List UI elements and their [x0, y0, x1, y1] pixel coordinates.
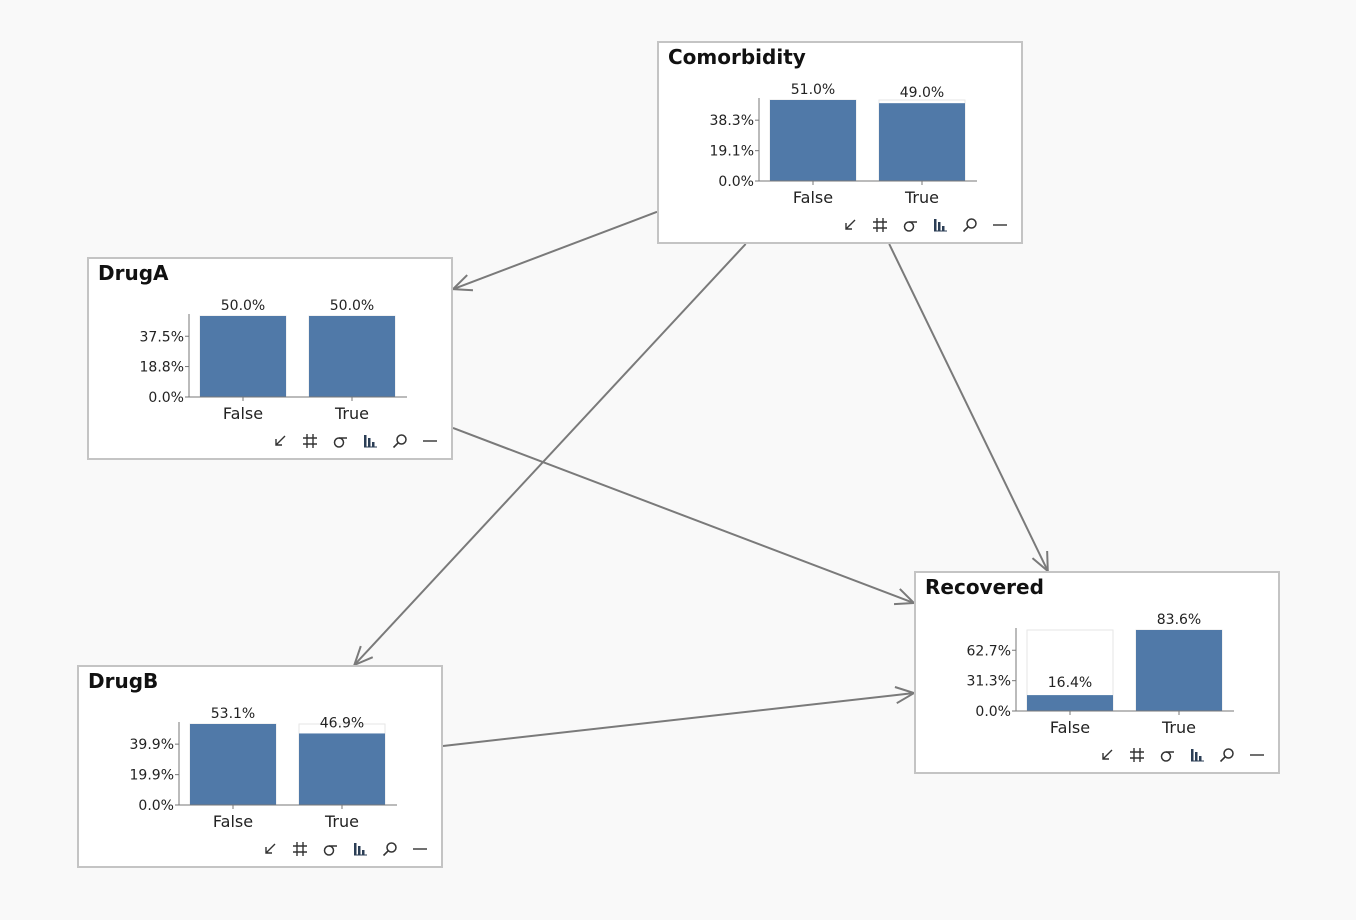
y-tick-label: 31.3%	[967, 674, 1011, 690]
value-label: 50.0%	[221, 298, 265, 314]
y-tick-label: 18.8%	[140, 360, 184, 376]
edge-arrowhead	[1031, 550, 1049, 574]
distribution-chart: 0.0% 19.1% 38.3% 51.0% False 49.0% True	[710, 82, 977, 207]
edge	[888, 243, 1049, 572]
edge	[452, 210, 658, 291]
minus-icon[interactable]	[409, 838, 431, 860]
y-tick-label: 37.5%	[140, 329, 184, 345]
search-icon[interactable]	[959, 214, 981, 236]
search-icon[interactable]	[379, 838, 401, 860]
node-title: Recovered	[925, 575, 1044, 599]
value-label: 46.9%	[320, 715, 364, 731]
arrow-down-left-icon[interactable]	[259, 838, 281, 860]
hash-icon[interactable]	[869, 214, 891, 236]
bar-chart-icon[interactable]	[359, 430, 381, 452]
edge	[452, 427, 915, 604]
category-label: True	[334, 404, 369, 423]
category-label: False	[223, 404, 263, 423]
node-toolbar	[839, 214, 1011, 236]
distribution-chart: 0.0% 18.8% 37.5% 50.0% False 50.0% True	[140, 298, 407, 423]
bar-true[interactable]	[1136, 630, 1222, 711]
y-tick-label: 19.1%	[710, 144, 754, 160]
search-icon[interactable]	[389, 430, 411, 452]
value-label: 83.6%	[1157, 612, 1201, 628]
sigma-icon[interactable]	[899, 214, 921, 236]
edge-arrowhead	[450, 274, 474, 292]
y-tick-label: 39.9%	[130, 737, 174, 753]
y-tick-label: 0.0%	[975, 704, 1011, 720]
node-comorbidity[interactable]: Comorbidity 0.0% 19.1% 38.3% 51.0% False 49.0…	[657, 41, 1023, 244]
hash-icon[interactable]	[1126, 744, 1148, 766]
bar-false[interactable]	[1027, 695, 1113, 711]
y-tick-label: 0.0%	[138, 798, 174, 814]
category-label: True	[1161, 718, 1196, 737]
edge-arrowhead	[893, 588, 917, 606]
arrow-down-left-icon[interactable]	[269, 430, 291, 452]
bar-chart-icon[interactable]	[349, 838, 371, 860]
edge-arrowhead	[352, 645, 374, 667]
bar-false[interactable]	[190, 724, 276, 805]
sigma-icon[interactable]	[329, 430, 351, 452]
bar-false[interactable]	[770, 100, 856, 181]
category-label: False	[213, 812, 253, 831]
hash-icon[interactable]	[299, 430, 321, 452]
node-recovered[interactable]: Recovered 0.0% 31.3% 62.7% 16.4% False 83.6% T…	[914, 571, 1280, 774]
arrow-down-left-icon[interactable]	[1096, 744, 1118, 766]
minus-icon[interactable]	[989, 214, 1011, 236]
bar-chart-icon[interactable]	[1186, 744, 1208, 766]
node-druga[interactable]: DrugA 0.0% 18.8% 37.5% 50.0% False 50.0% True	[87, 257, 453, 460]
node-toolbar	[1096, 744, 1268, 766]
value-label: 16.4%	[1048, 675, 1092, 691]
category-label: True	[324, 812, 359, 831]
category-label: False	[793, 188, 833, 207]
value-label: 53.1%	[211, 706, 255, 722]
value-label: 49.0%	[900, 85, 944, 101]
sigma-icon[interactable]	[1156, 744, 1178, 766]
value-label: 51.0%	[791, 82, 835, 98]
node-drugb[interactable]: DrugB 0.0% 19.9% 39.9% 53.1% False 46.9% True	[77, 665, 443, 868]
edge	[442, 692, 915, 747]
minus-icon[interactable]	[1246, 744, 1268, 766]
y-tick-label: 0.0%	[718, 174, 754, 190]
node-title: DrugA	[98, 261, 169, 285]
bar-true[interactable]	[879, 103, 965, 181]
category-label: True	[904, 188, 939, 207]
bar-true[interactable]	[299, 733, 385, 805]
minus-icon[interactable]	[419, 430, 441, 452]
y-tick-label: 0.0%	[148, 390, 184, 406]
search-icon[interactable]	[1216, 744, 1238, 766]
distribution-chart: 0.0% 19.9% 39.9% 53.1% False 46.9% True	[130, 706, 397, 831]
node-title: Comorbidity	[668, 45, 806, 69]
node-toolbar	[259, 838, 431, 860]
hash-icon[interactable]	[289, 838, 311, 860]
bar-false[interactable]	[200, 316, 286, 397]
node-toolbar	[269, 430, 441, 452]
y-tick-label: 62.7%	[967, 643, 1011, 659]
arrow-down-left-icon[interactable]	[839, 214, 861, 236]
distribution-chart: 0.0% 31.3% 62.7% 16.4% False 83.6% True	[967, 612, 1234, 737]
category-label: False	[1050, 718, 1090, 737]
edge-arrowhead	[894, 686, 917, 705]
node-title: DrugB	[88, 669, 159, 693]
value-label: 50.0%	[330, 298, 374, 314]
y-tick-label: 38.3%	[710, 113, 754, 129]
bar-true[interactable]	[309, 316, 395, 397]
y-tick-label: 19.9%	[130, 768, 174, 784]
sigma-icon[interactable]	[319, 838, 341, 860]
bar-chart-icon[interactable]	[929, 214, 951, 236]
